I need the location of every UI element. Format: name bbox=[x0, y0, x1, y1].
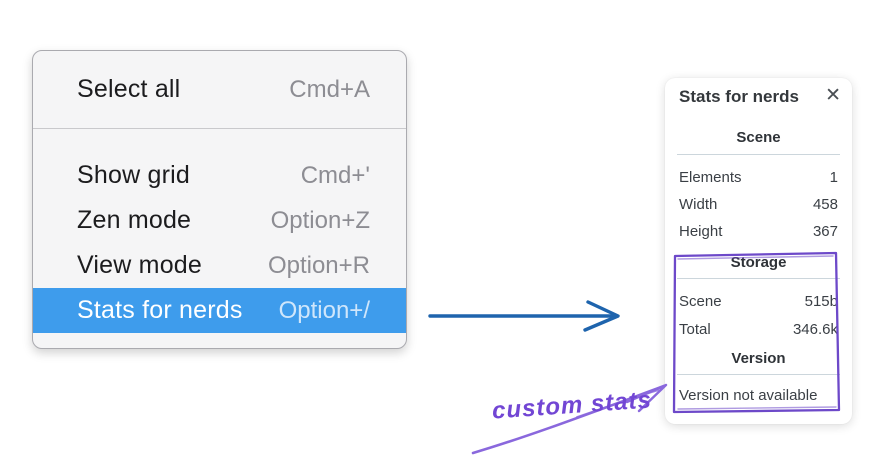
menu-item-shortcut: Cmd+' bbox=[300, 161, 370, 189]
menu-item-view-mode[interactable]: View mode Option+R bbox=[33, 243, 406, 288]
menu-item-label: Select all bbox=[77, 75, 181, 103]
menu-item-stats-for-nerds[interactable]: Stats for nerds Option+/ bbox=[33, 288, 406, 333]
menu-item-shortcut: Option+/ bbox=[278, 296, 370, 324]
section-divider bbox=[677, 154, 840, 155]
section-divider bbox=[677, 278, 840, 279]
section-header-scene: Scene bbox=[736, 129, 781, 146]
version-note: Version not available bbox=[679, 387, 818, 404]
stat-row-height: Height 367 bbox=[679, 219, 838, 243]
menu-section-top: Select all Cmd+A bbox=[33, 51, 406, 128]
menu-section-bottom: Show grid Cmd+' Zen mode Option+Z View m… bbox=[33, 129, 406, 333]
menu-item-label: Zen mode bbox=[77, 206, 192, 234]
stat-value: 346.6k bbox=[792, 320, 838, 338]
section-header-version: Version bbox=[731, 350, 786, 367]
section-divider bbox=[677, 374, 840, 375]
menu-item-select-all[interactable]: Select all Cmd+A bbox=[33, 67, 406, 112]
context-menu: Select all Cmd+A Show grid Cmd+' Zen mod… bbox=[32, 50, 407, 349]
stat-row-scene-storage: Scene 515b bbox=[679, 289, 838, 313]
stat-value: 458 bbox=[812, 195, 838, 213]
menu-item-label: View mode bbox=[77, 251, 203, 279]
stat-label: Scene bbox=[679, 292, 722, 310]
stat-value: 515b bbox=[804, 292, 838, 310]
custom-stats-arrow bbox=[471, 383, 668, 455]
menu-item-show-grid[interactable]: Show grid Cmd+' bbox=[33, 153, 406, 198]
stats-panel-title: Stats for nerds bbox=[679, 87, 799, 106]
stat-row-width: Width 458 bbox=[679, 192, 838, 216]
stats-panel: Stats for nerds ✕ Scene Elements 1 Width… bbox=[665, 78, 852, 424]
stat-row-elements: Elements 1 bbox=[679, 165, 838, 189]
menu-item-label: Show grid bbox=[77, 161, 190, 189]
stat-label: Elements bbox=[679, 168, 742, 186]
menu-item-label: Stats for nerds bbox=[77, 296, 243, 324]
menu-separator bbox=[33, 128, 406, 129]
menu-item-shortcut: Cmd+A bbox=[289, 75, 370, 103]
menu-item-shortcut: Option+Z bbox=[270, 206, 370, 234]
stat-value: 367 bbox=[812, 222, 838, 240]
close-icon[interactable]: ✕ bbox=[825, 85, 841, 106]
blue-arrow bbox=[428, 300, 620, 332]
menu-item-zen-mode[interactable]: Zen mode Option+Z bbox=[33, 198, 406, 243]
stat-value: 1 bbox=[829, 168, 838, 186]
stat-label: Height bbox=[679, 222, 723, 240]
custom-stats-annotation-label: custom stats bbox=[491, 386, 653, 425]
stat-row-total-storage: Total 346.6k bbox=[679, 317, 838, 341]
section-header-storage: Storage bbox=[730, 254, 787, 271]
menu-item-shortcut: Option+R bbox=[267, 251, 370, 279]
stat-label: Total bbox=[679, 320, 711, 338]
stat-label: Width bbox=[679, 195, 718, 213]
